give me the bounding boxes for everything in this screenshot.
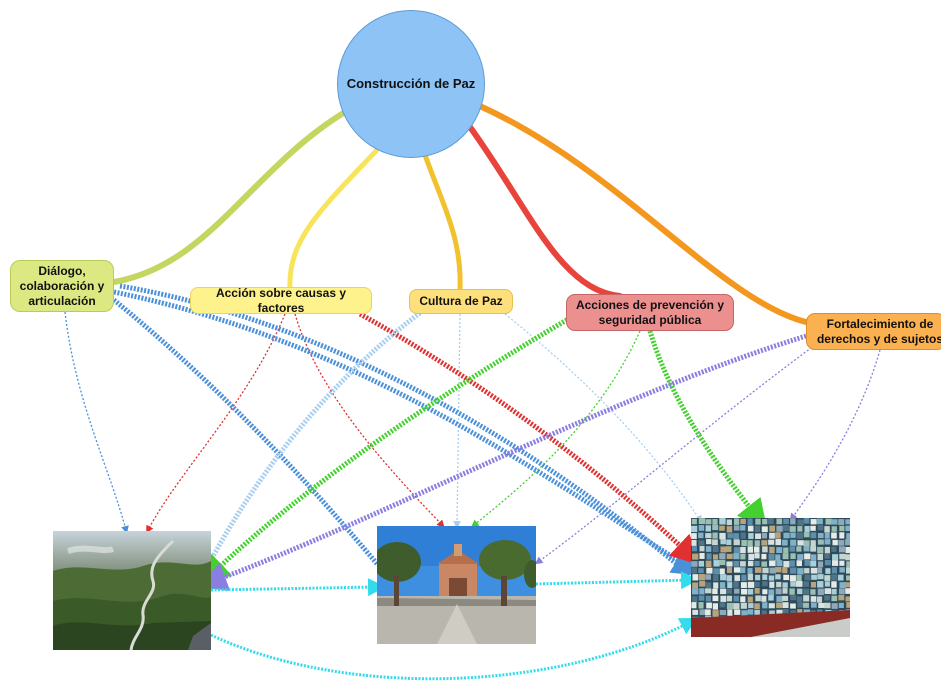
thin-cultura-photo3 — [504, 313, 703, 524]
thin-fort-photo3 — [789, 349, 881, 522]
link-photo1-photo2 — [210, 578, 386, 597]
link-photo2-photo3 — [535, 571, 699, 590]
thin-accion-photo1 — [146, 313, 286, 534]
thin-fort-photo2 — [534, 344, 816, 565]
root-node[interactable]: Construcción de Paz — [337, 10, 485, 158]
node-prevencion-label: Acciones de prevención y seguridad públi… — [575, 297, 725, 327]
root-label: Construcción de Paz — [346, 75, 476, 91]
thin-connections — [64, 311, 881, 565]
thick-dialogo-photo2 — [112, 298, 380, 567]
aerial-river-image — [53, 531, 211, 650]
node-fortalecimiento[interactable]: Fortalecimiento de derechos y de sujetos — [806, 313, 941, 350]
photo-aerial-river[interactable] — [53, 531, 211, 650]
node-accion[interactable]: Acción sobre causas y factores — [190, 285, 372, 315]
thick-cultura-photo1 — [208, 310, 422, 562]
church-courtyard-image — [377, 526, 536, 644]
photo-church-courtyard[interactable] — [377, 526, 536, 644]
image-links — [210, 571, 699, 681]
node-dialogo[interactable]: Diálogo, colaboración y articulación — [10, 260, 114, 312]
node-dialogo-label: Diálogo, colaboración y articulación — [19, 263, 105, 308]
branch-prevencion — [467, 124, 623, 299]
photo-mosaic[interactable] — [691, 518, 850, 637]
thin-accion-photo2 — [294, 313, 445, 528]
thick-dialogo-photo3 — [113, 289, 703, 577]
thick-prev-photo3 — [647, 330, 768, 530]
mosaic-image — [691, 518, 850, 637]
root-branches — [111, 104, 809, 325]
thin-prev-photo2 — [470, 330, 641, 528]
node-cultura[interactable]: Cultura de Paz — [409, 289, 513, 314]
branch-cultura — [422, 152, 463, 293]
node-accion-label: Acción sobre causas y factores — [215, 285, 347, 315]
branch-fortalecimiento — [479, 104, 809, 325]
node-cultura-label: Cultura de Paz — [419, 294, 503, 308]
thick-fort-photo1 — [196, 333, 807, 591]
thick-accion-photo3 — [358, 311, 701, 566]
branch-accion — [287, 147, 380, 291]
node-fortalecimiento-label: Fortalecimiento de derechos y de sujetos — [816, 316, 941, 346]
branch-dialogo — [111, 109, 348, 285]
node-prevencion[interactable]: Acciones de prevención y seguridad públi… — [566, 294, 734, 331]
thin-dialogo-photo1 — [64, 311, 129, 534]
link-photo1-photo3 — [210, 617, 698, 681]
thin-cultura-photo2 — [453, 313, 461, 529]
thick-prev-photo1 — [200, 315, 572, 586]
